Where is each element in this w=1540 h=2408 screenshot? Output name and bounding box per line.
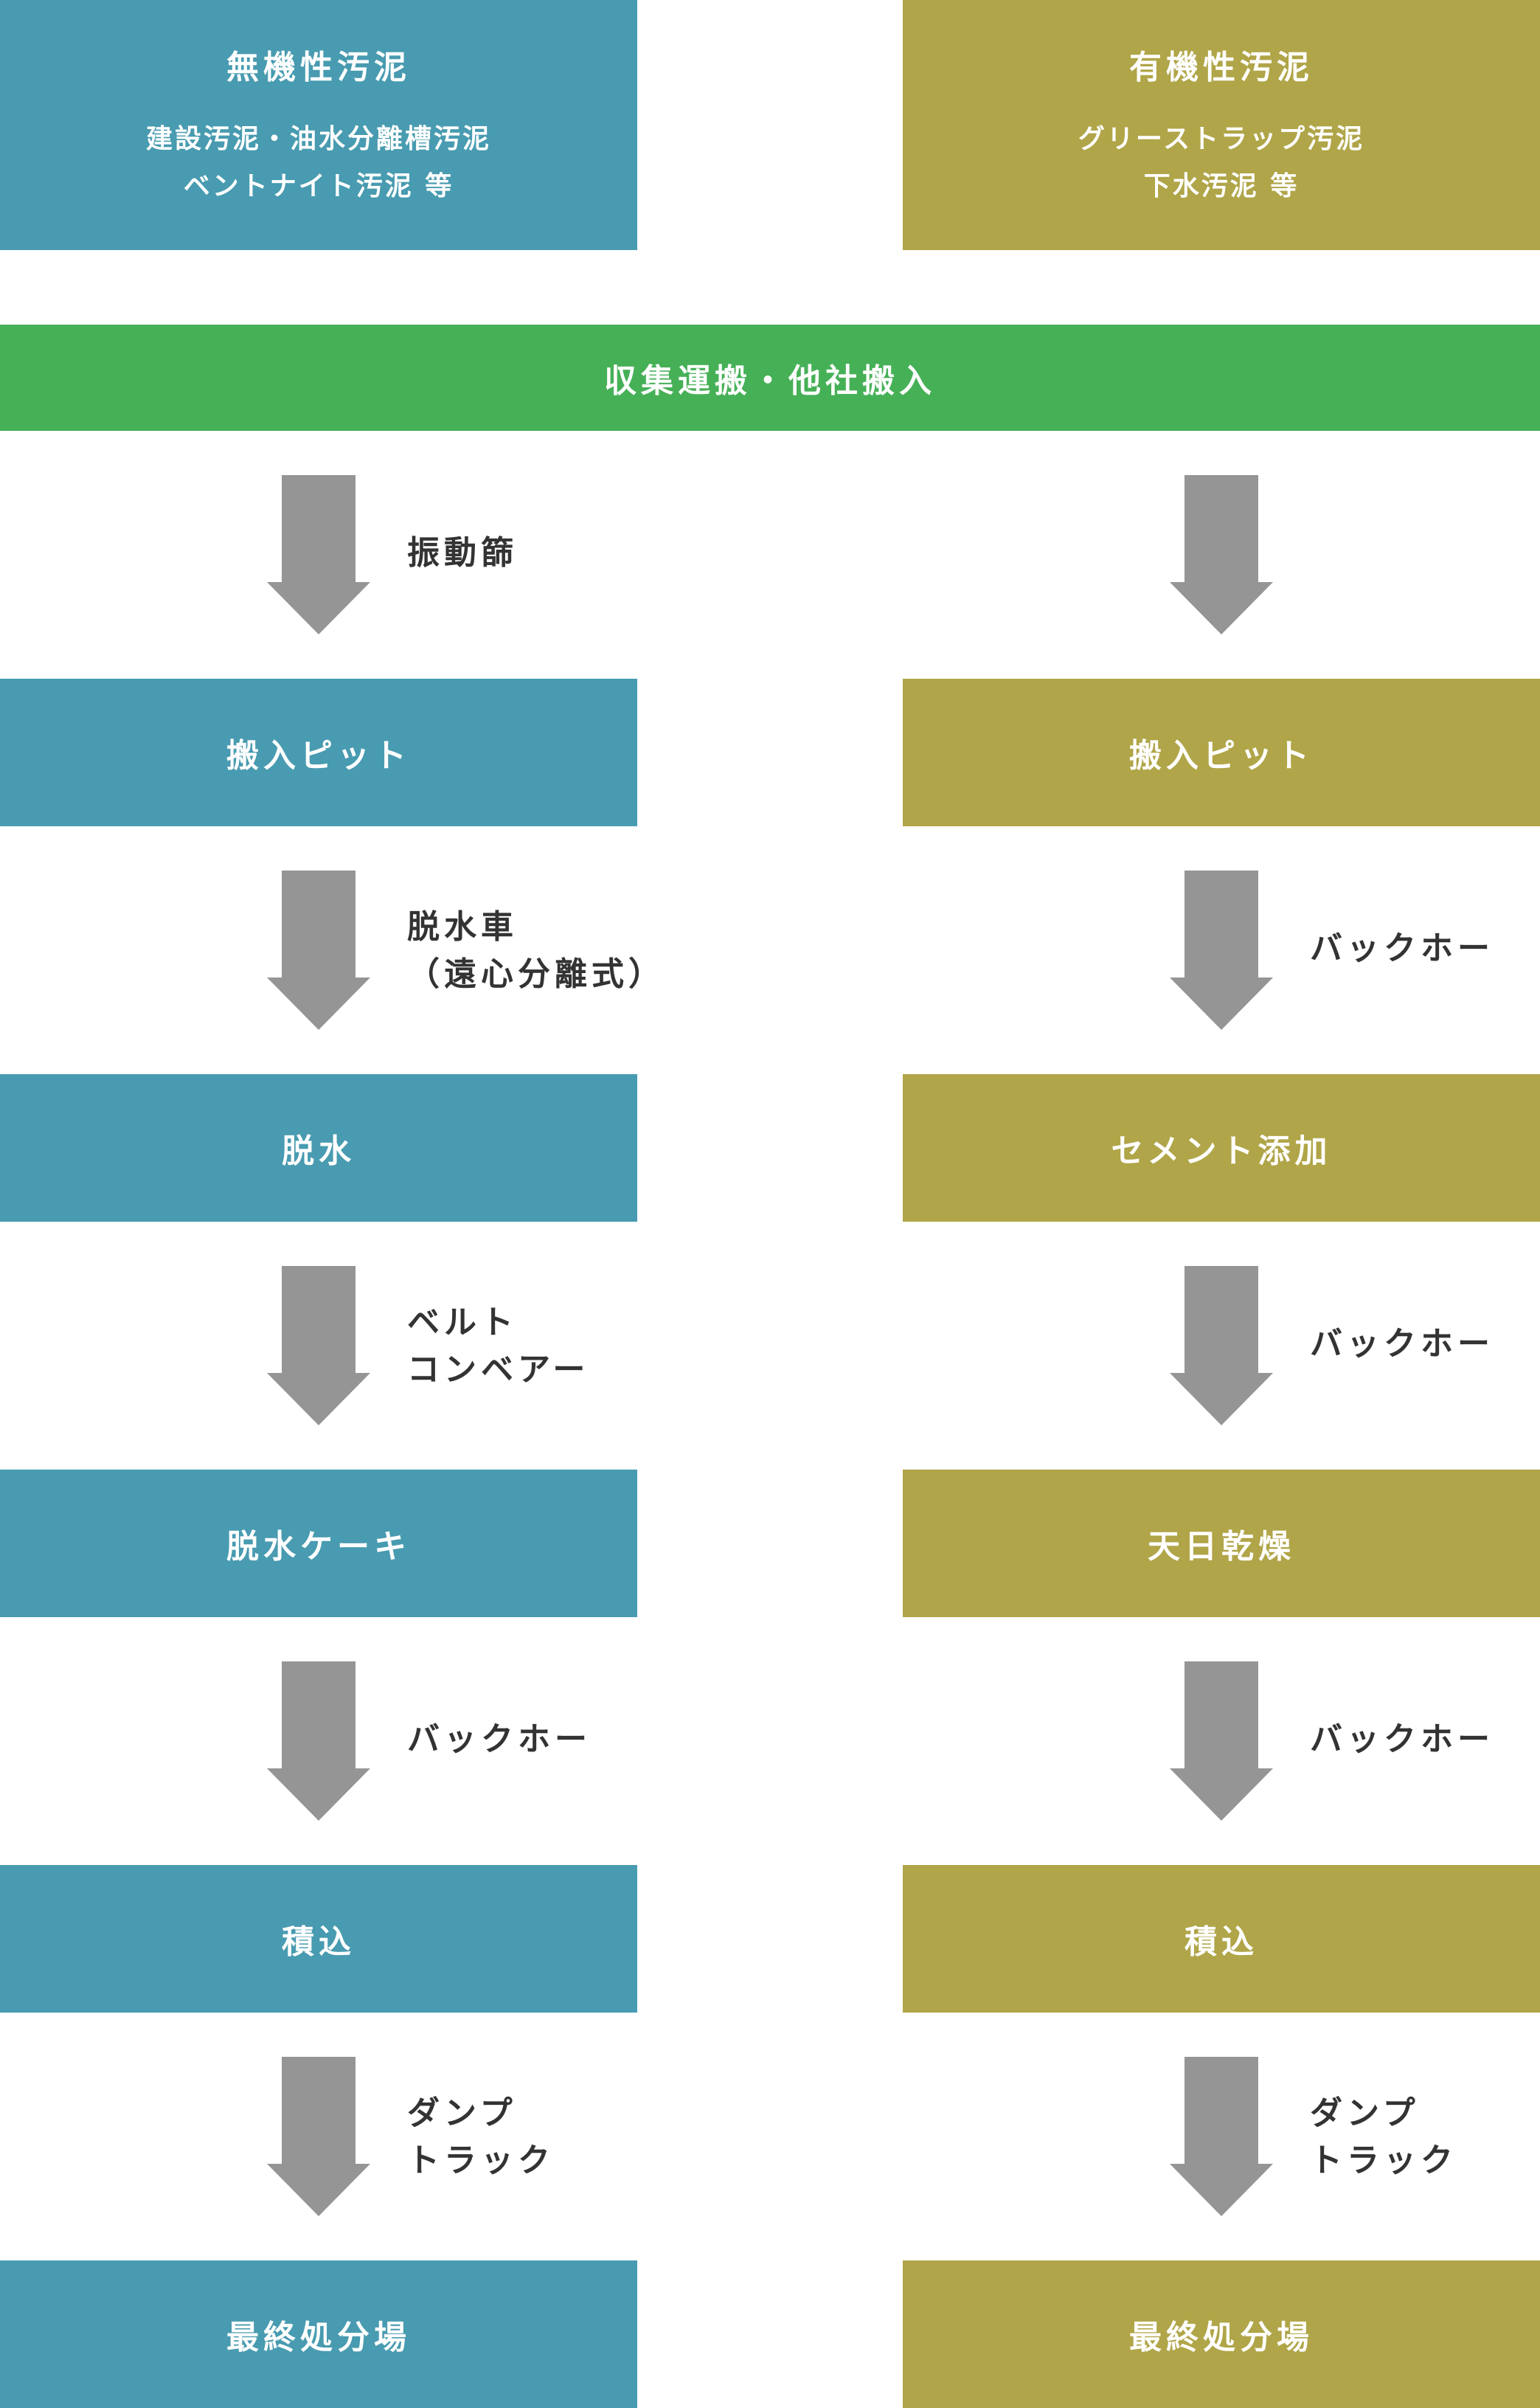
step-label: 積込 — [1185, 1923, 1258, 1961]
equipment-label-line: バックホー — [407, 1720, 592, 1758]
equipment-label: バックホー — [1310, 925, 1494, 972]
arrow-down-icon — [267, 475, 370, 634]
arrow-down-icon — [1170, 1661, 1273, 1821]
step-label: 最終処分場 — [226, 2319, 411, 2356]
equipment-label-line: 振動篩 — [407, 534, 518, 572]
equipment-label-line: ダンプ — [1310, 2094, 1420, 2132]
arrow-down-icon — [1170, 475, 1273, 634]
step-label: 脱水ケーキ — [226, 1528, 411, 1565]
equipment-label: バックホー — [407, 1716, 592, 1763]
equipment-label: バックホー — [1310, 1321, 1494, 1368]
equipment-label: 振動篩 — [407, 530, 518, 577]
equipment-label-line: トラック — [407, 2142, 555, 2179]
step-box-organic: セメント添加 — [903, 1074, 1540, 1222]
step-box-inorganic: 積込 — [0, 1865, 637, 2013]
step-box-inorganic: 最終処分場 — [0, 2260, 637, 2408]
equipment-label: 脱水車 （遠心分離式） — [407, 904, 665, 998]
equipment-label-line: バックホー — [1310, 1325, 1494, 1363]
arrow-down-icon — [1170, 1266, 1273, 1425]
arrow-down-icon — [267, 2057, 370, 2216]
step-label: 脱水 — [282, 1132, 355, 1170]
organic-sludge-header: 有機性汚泥 グリーストラップ汚泥 下水汚泥 等 — [903, 0, 1540, 250]
equipment-label: ダンプ トラック — [1310, 2090, 1457, 2184]
step-box-organic: 搬入ピット — [903, 679, 1540, 826]
step-box-inorganic: 脱水ケーキ — [0, 1470, 637, 1617]
step-label: 天日乾燥 — [1148, 1528, 1295, 1565]
equipment-label-line: ベルト — [407, 1304, 518, 1341]
inorganic-sludge-examples-line2: ベントナイト汚泥 等 — [183, 170, 454, 201]
collection-bar: 収集運搬・他社搬入 — [0, 325, 1540, 431]
equipment-label-line: 脱水車 — [407, 908, 518, 946]
equipment-label-line: バックホー — [1310, 930, 1494, 967]
inorganic-sludge-header: 無機性汚泥 建設汚泥・油水分離槽汚泥 ベントナイト汚泥 等 — [0, 0, 637, 250]
equipment-label-line: トラック — [1310, 2142, 1457, 2179]
organic-sludge-examples-line2: 下水汚泥 等 — [1143, 170, 1300, 201]
step-box-inorganic: 搬入ピット — [0, 679, 637, 826]
organic-sludge-examples-line1: グリーストラップ汚泥 — [1078, 123, 1365, 154]
step-box-organic: 最終処分場 — [903, 2260, 1540, 2408]
step-box-organic: 天日乾燥 — [903, 1470, 1540, 1617]
step-label: 搬入ピット — [1129, 737, 1314, 775]
arrow-down-icon — [1170, 871, 1273, 1030]
arrow-down-icon — [267, 871, 370, 1030]
inorganic-sludge-examples-line1: 建設汚泥・油水分離槽汚泥 — [145, 123, 491, 154]
step-label: セメント添加 — [1111, 1132, 1332, 1170]
organic-sludge-title: 有機性汚泥 — [1129, 48, 1314, 86]
collection-label: 収集運搬・他社搬入 — [604, 362, 936, 400]
inorganic-sludge-title: 無機性汚泥 — [226, 48, 411, 86]
equipment-label: ベルト コンベアー — [407, 1299, 589, 1394]
step-box-inorganic: 脱水 — [0, 1074, 637, 1222]
equipment-label-line: ダンプ — [407, 2094, 517, 2132]
arrow-down-icon — [267, 1661, 370, 1821]
step-label: 搬入ピット — [226, 737, 411, 775]
equipment-label-line: コンベアー — [407, 1351, 590, 1388]
equipment-label: ダンプ トラック — [407, 2090, 555, 2184]
equipment-label: バックホー — [1310, 1716, 1494, 1763]
arrow-down-icon — [267, 1266, 370, 1425]
step-label: 積込 — [282, 1923, 355, 1961]
arrow-down-icon — [1170, 2057, 1273, 2216]
step-box-organic: 積込 — [903, 1865, 1540, 2013]
step-label: 最終処分場 — [1129, 2319, 1314, 2356]
equipment-label-line: （遠心分離式） — [407, 955, 665, 993]
equipment-label-line: バックホー — [1310, 1720, 1494, 1758]
